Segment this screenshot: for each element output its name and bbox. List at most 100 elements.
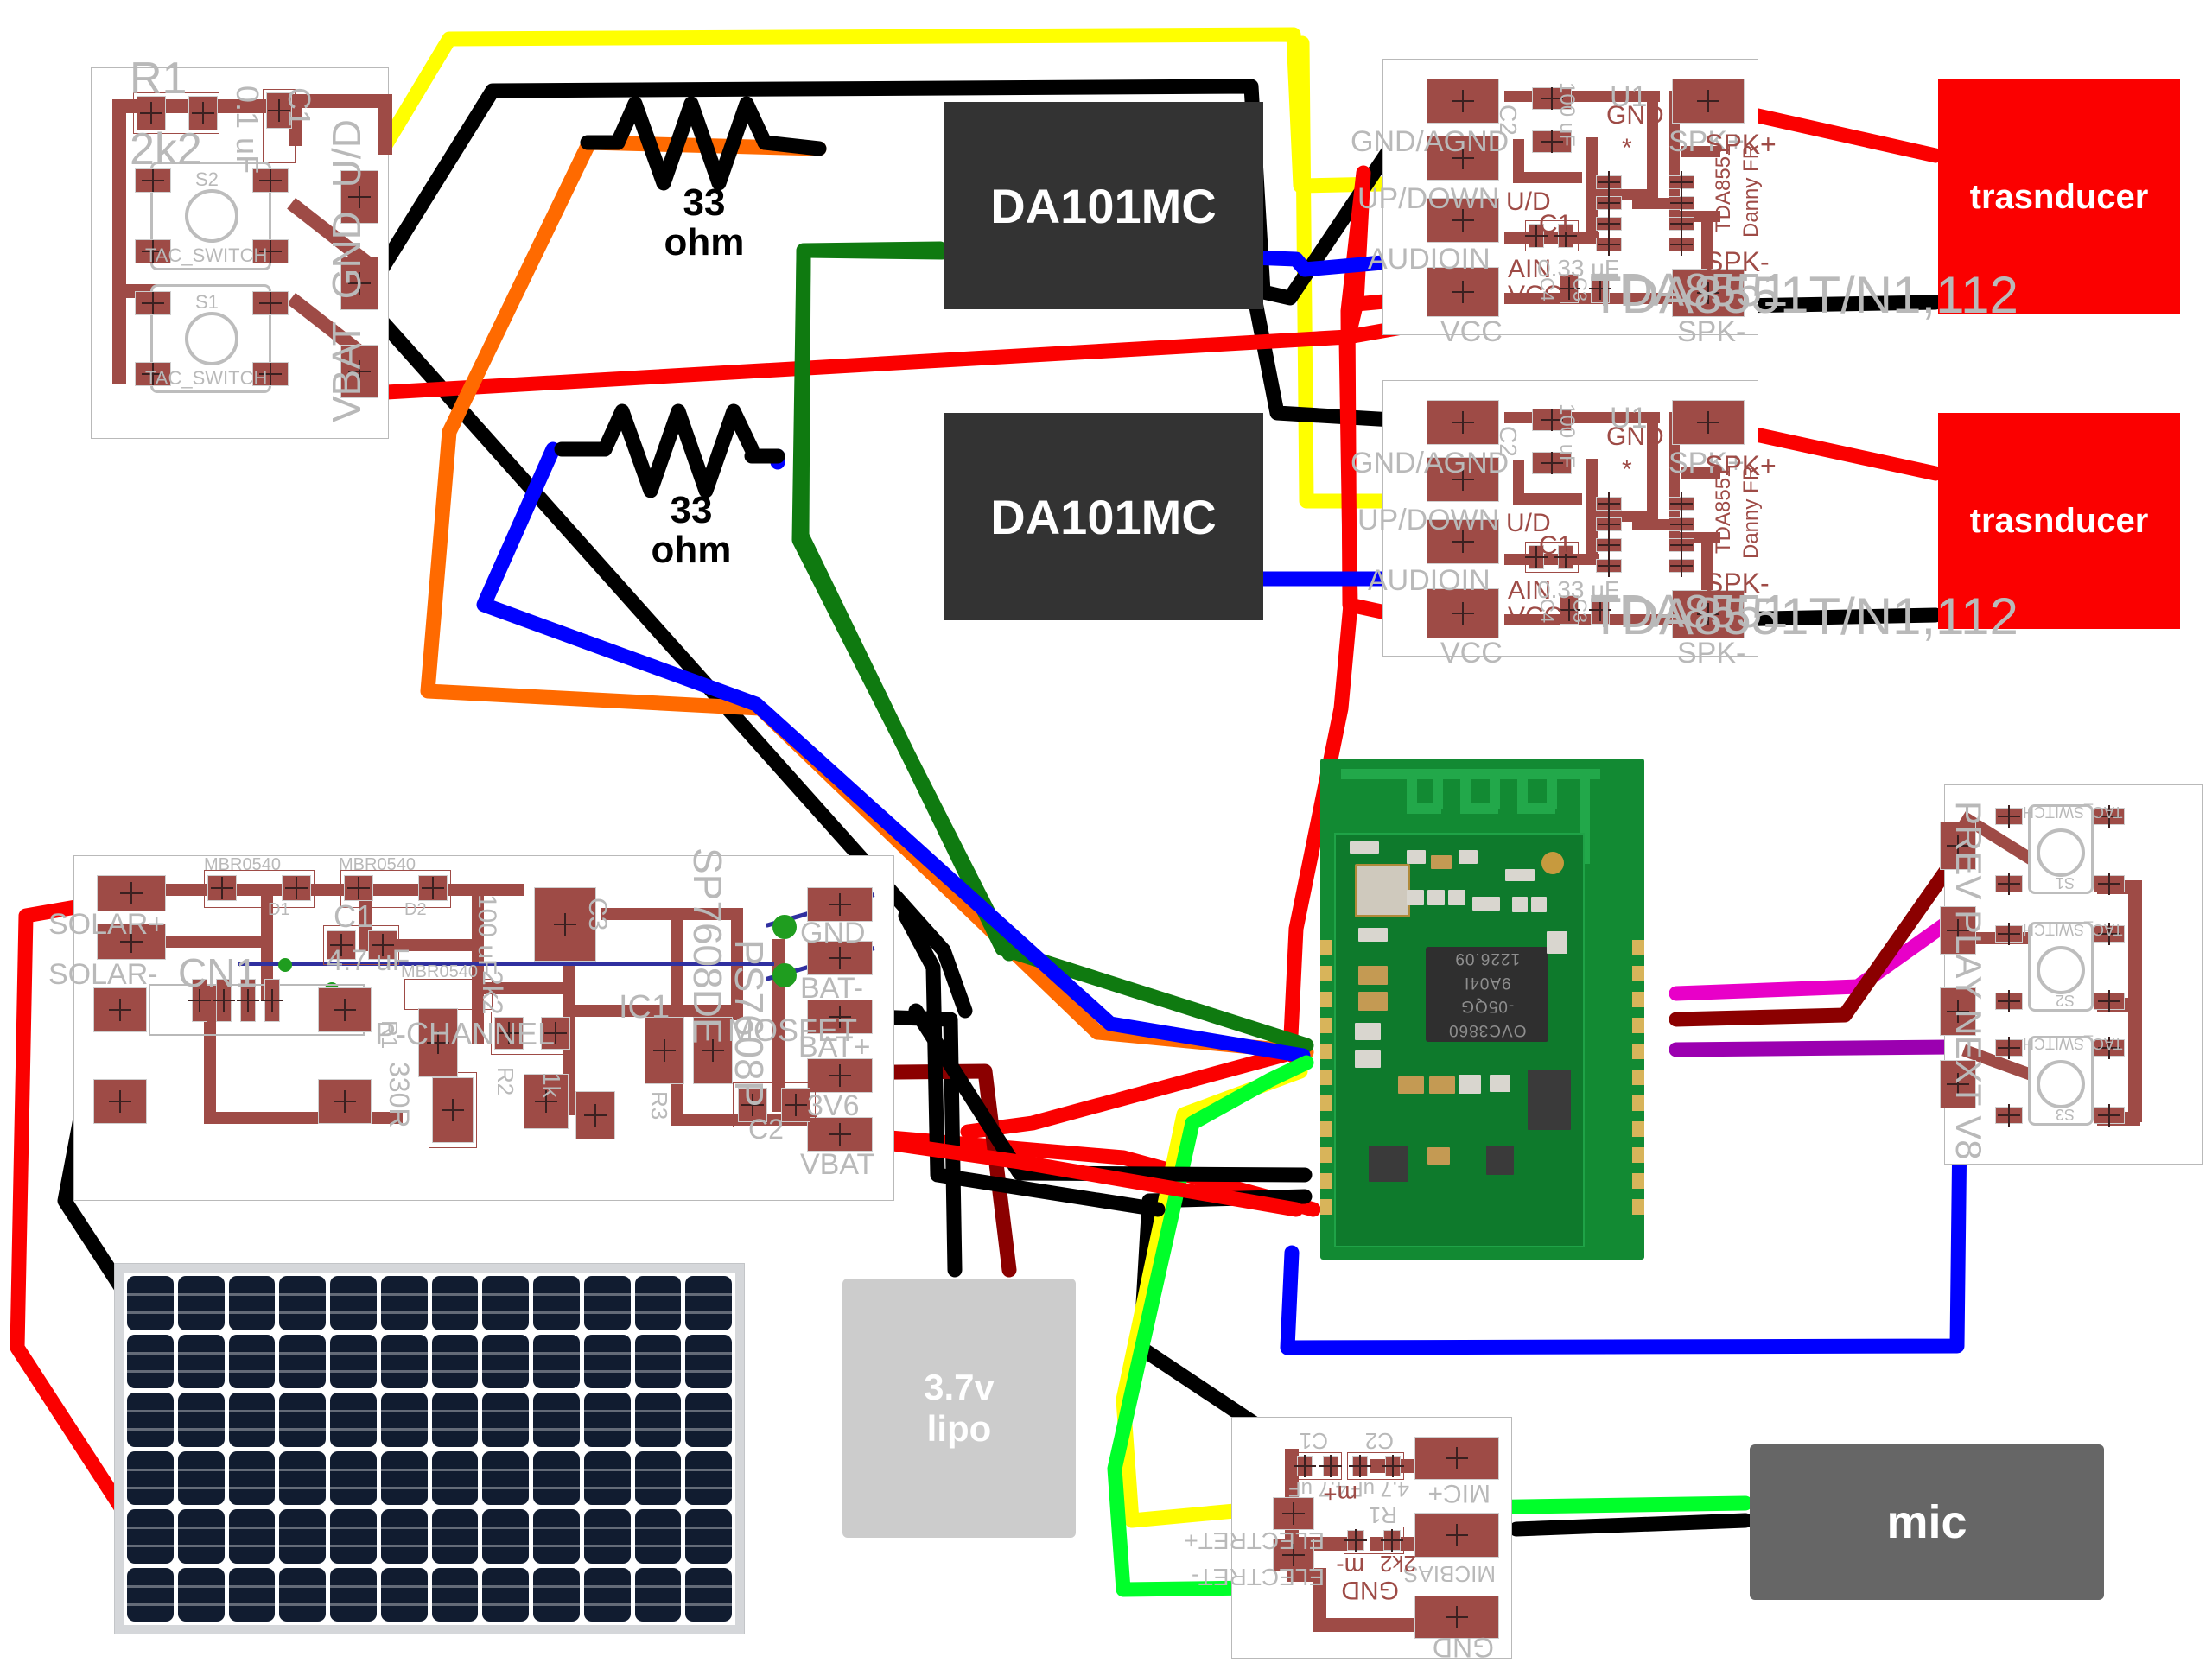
volume-switch-board[interactable]: R1 2k2 0.1 uF C1 S2 S1 TAC_SWITCH TAC_SW… [91, 56, 392, 439]
castellated-pad[interactable] [1320, 1044, 1332, 1059]
pad-solar-minus[interactable] [97, 924, 166, 960]
castellated-pad[interactable] [1320, 992, 1332, 1007]
tac-switch-s2-button[interactable] [185, 189, 238, 243]
solar-cell [431, 1567, 479, 1622]
castellated-pad[interactable] [1632, 992, 1644, 1007]
pad-c1-b [1297, 1456, 1313, 1476]
castellated-pad[interactable] [1632, 966, 1644, 981]
solar-cell [431, 1450, 479, 1505]
castellated-pad[interactable] [1632, 1095, 1644, 1111]
solar-panel[interactable] [114, 1263, 745, 1634]
pad-audioin[interactable] [1427, 519, 1499, 564]
pad-vbat[interactable] [340, 345, 378, 398]
solar-cell [380, 1567, 428, 1622]
transducer-block-2[interactable]: trasnducer [1938, 413, 2180, 629]
pad-charger-bat-minus[interactable] [807, 941, 873, 975]
silk-pad-ud: U/D [324, 119, 369, 188]
castellated-pad[interactable] [1320, 1018, 1332, 1033]
castellated-pad[interactable] [1320, 1147, 1332, 1163]
pad-c1 [266, 92, 292, 129]
pad-ud[interactable] [340, 170, 378, 224]
castellated-pad[interactable] [1320, 966, 1332, 981]
wire-green-amp2 [798, 243, 950, 260]
silk-switch-type-s1: TAC_SWITCH [145, 367, 268, 389]
castellated-pad[interactable] [1632, 1173, 1644, 1189]
pad-charger-3v6[interactable] [807, 1058, 873, 1093]
pad-solar-plus[interactable] [97, 875, 166, 911]
pad-spk-plus[interactable] [1672, 400, 1745, 445]
capacitor-c1-footprint [323, 925, 399, 965]
solar-cell [634, 1567, 682, 1622]
pad-next[interactable] [1940, 987, 1976, 1036]
solar-cell [533, 1509, 580, 1564]
playback-switch-board[interactable]: PREV PLAY NEXT V8 S1 S2 S3 TAC_SWITCH TA… [1940, 784, 2203, 1165]
tac-switch-s2-button[interactable] [2037, 946, 2085, 994]
pad-gnd-agnd[interactable] [1427, 79, 1499, 124]
pad-cn1-1 [192, 979, 207, 1022]
pcb-trace [472, 982, 575, 994]
pad-charger-vbat[interactable] [807, 1117, 873, 1152]
charger-board[interactable]: SOLAR+ SOLAR- GND BAT- BAT+ 3V6 VBAT CN1… [48, 847, 894, 1201]
castellated-pad[interactable] [1632, 1018, 1644, 1033]
silkred-spk-plus: SPK+ [1705, 450, 1777, 481]
transducer-block-1[interactable]: trasnducer [1938, 79, 2180, 314]
mic-preamp-board[interactable]: GND MICBIAS MIC+ ELECTRET- ELECTRET+ GND… [1184, 1417, 1512, 1663]
pad-spk-minus[interactable] [1672, 269, 1745, 317]
castellated-pad[interactable] [1320, 1095, 1332, 1111]
pad-c2-b [1352, 1456, 1368, 1476]
pad-mic-plus[interactable] [1414, 1437, 1499, 1480]
castellated-pad[interactable] [1320, 1121, 1332, 1137]
tac-switch-s1-button[interactable] [185, 312, 238, 365]
pad-u1-1 [1596, 497, 1622, 511]
da101mc-block-1[interactable]: DA101MC [944, 102, 1263, 309]
castellated-pad[interactable] [1320, 940, 1332, 955]
castellated-pad[interactable] [1632, 1121, 1644, 1137]
pad-gnd-agnd[interactable] [1427, 400, 1499, 445]
castellated-pad[interactable] [1320, 1199, 1332, 1215]
castellated-pad[interactable] [1320, 1070, 1332, 1085]
pad-up-down[interactable] [1427, 136, 1499, 181]
amp-board-2[interactable]: GND/AGND UP/DOWN AUDIOIN VCC SPK+ SPK- G… [1351, 380, 1788, 668]
silkred-star: * [1622, 455, 1632, 484]
silk-micbias: MICBIAS [1403, 1561, 1496, 1587]
pad-prev[interactable] [1940, 822, 1976, 870]
solar-cell [228, 1509, 276, 1564]
battery-block[interactable]: 3.7v lipo [842, 1279, 1076, 1538]
mic-block[interactable]: mic [1750, 1444, 2104, 1600]
pad-vcc[interactable] [1427, 588, 1499, 638]
amp-board-1[interactable]: GND/AGND UP/DOWN AUDIOIN VCC SPK+ SPK- G… [1351, 59, 1788, 346]
silkred-spk-minus: SPK- [1705, 568, 1770, 599]
silk-mic-plus: MIC+ [1427, 1479, 1491, 1507]
tac-switch-s1-button[interactable] [2037, 828, 2085, 877]
pad-micbias[interactable] [1414, 1513, 1499, 1558]
castellated-pad[interactable] [1632, 940, 1644, 955]
castellated-pad[interactable] [1632, 1147, 1644, 1163]
castellated-pad[interactable] [1632, 1199, 1644, 1215]
silkred-ain: AIN [1508, 576, 1552, 605]
pad-u1-1 [1596, 175, 1622, 189]
bluetooth-module[interactable]: OVC3860 -05QG 9A04I 1226.09 [1320, 759, 1644, 1260]
silk-pad-gnd: GND [324, 211, 369, 300]
castellated-pad[interactable] [1632, 1070, 1644, 1085]
pad-vcc[interactable] [1427, 267, 1499, 317]
solar-cell [228, 1393, 276, 1447]
da101mc-block-2[interactable]: DA101MC [944, 413, 1263, 620]
pad-s1-c [1995, 875, 2023, 892]
pad-charger-bat-plus[interactable] [807, 1000, 873, 1034]
castellated-pad[interactable] [1632, 1044, 1644, 1059]
pad-gnd[interactable] [340, 257, 378, 310]
pad-charger-gnd[interactable] [807, 887, 873, 922]
pad-v8[interactable] [1940, 1060, 1976, 1108]
castellated-pad[interactable] [1320, 1173, 1332, 1189]
solar-cell [533, 1393, 580, 1447]
silkred-ud: U/D [1506, 187, 1551, 216]
pad-spk-minus[interactable] [1672, 590, 1745, 638]
silkred-m-plus: m+ [1323, 1481, 1357, 1507]
pad-electret-plus[interactable] [1273, 1497, 1314, 1530]
pad-play[interactable] [1940, 906, 1976, 955]
pcb-trace [1586, 459, 1598, 558]
tac-switch-s3-button[interactable] [2037, 1060, 2085, 1108]
pad-spk-plus[interactable] [1672, 79, 1745, 124]
pad-audioin[interactable] [1427, 198, 1499, 243]
pad-up-down[interactable] [1427, 457, 1499, 502]
